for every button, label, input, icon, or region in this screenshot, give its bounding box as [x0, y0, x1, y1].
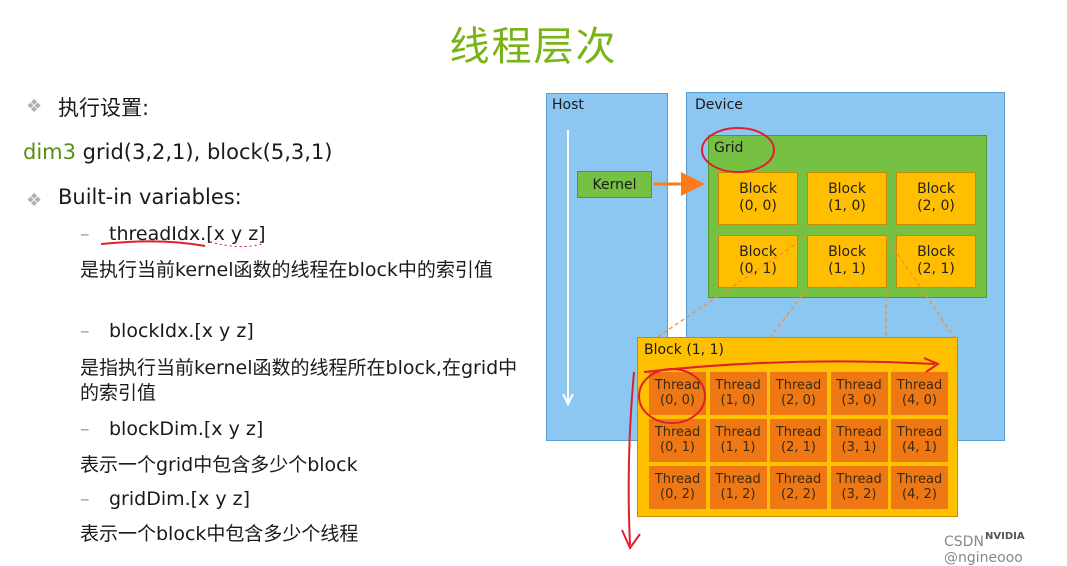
thread-cell-label: Thread [896, 378, 943, 393]
grid-label: Grid [714, 140, 744, 156]
var-description: 表示一个grid中包含多少个block [80, 454, 358, 476]
thread-cell-label: Thread [775, 378, 822, 393]
thread-cell-label: Thread [836, 378, 882, 393]
dim3-line: dim3 grid(3,2,1), block(5,3,1) [23, 140, 333, 164]
block-cell: Block(2, 1) [896, 235, 976, 288]
thread-cell: Thread(1, 1) [708, 418, 768, 463]
thread-cell-label: Thread [775, 425, 822, 440]
block-cell-label: Block [828, 181, 866, 197]
block-cell: Block(1, 1) [807, 235, 887, 288]
thread-cell-label: Thread [775, 472, 822, 487]
thread-cell: Thread(4, 0) [890, 371, 949, 416]
block-cell-index: (2, 1) [917, 261, 955, 277]
var-name: threadIdx.[x y z] [109, 223, 266, 245]
thread-cell-index: (4, 1) [902, 440, 937, 455]
block-cell-index: (1, 1) [828, 261, 866, 277]
block-cell: Block(1, 0) [807, 172, 887, 225]
thread-cell-index: (0, 2) [660, 487, 695, 502]
block-detail-label: Block (1, 1) [644, 342, 724, 358]
var-description: 是执行当前kernel函数的线程在block中的索引值 [80, 259, 493, 281]
thread-cell-label: Thread [896, 425, 943, 440]
kernel-box: Kernel [577, 171, 652, 198]
thread-cell-label: Thread [836, 472, 882, 487]
device-label: Device [695, 97, 743, 113]
dim3-values: grid(3,2,1), block(5,3,1) [75, 140, 333, 164]
exec-settings-label: 执行设置: [58, 96, 150, 120]
thread-cell: Thread(0, 0) [648, 371, 707, 416]
diamond-bullet-icon: ❖ [26, 96, 43, 117]
thread-cell-label: Thread [654, 425, 701, 440]
column-arrow-head [621, 529, 641, 551]
thread-cell-index: (1, 0) [720, 393, 756, 408]
thread-cell: Thread(0, 1) [648, 418, 707, 463]
thread-cell-label: Thread [896, 472, 943, 487]
thread-cell: Thread(1, 2) [708, 465, 768, 510]
var-description: 表示一个block中包含多少个线程 [80, 523, 359, 545]
thread-cell-index: (2, 1) [781, 440, 816, 455]
block-cell-label: Block [917, 181, 955, 197]
slide-title: 线程层次 [449, 24, 618, 70]
thread-cell: Thread(1, 0) [708, 371, 768, 416]
thread-cell: Thread(3, 1) [829, 418, 889, 463]
nvidia-logo: NVIDIA [985, 531, 1025, 542]
dash-bullet-icon: – [80, 320, 90, 342]
var-description: 是指执行当前kernel函数的线程所在block,在grid中的索引值 [80, 357, 518, 404]
thread-cell-index: (1, 1) [720, 440, 756, 455]
thread-cell: Thread(4, 2) [890, 465, 949, 510]
thread-cell-label: Thread [715, 378, 761, 393]
thread-cell-label: Thread [836, 425, 882, 440]
block-cell-index: (0, 1) [739, 261, 777, 277]
thread-cell: Thread(3, 2) [829, 465, 889, 510]
thread-cell-index: (3, 2) [841, 487, 877, 502]
thread-cell-index: (0, 0) [660, 393, 695, 408]
dash-bullet-icon: – [80, 223, 90, 245]
block-cell-label: Block [739, 244, 777, 260]
dash-bullet-icon: – [80, 488, 90, 510]
host-label: Host [552, 97, 584, 113]
thread-cell-index: (0, 1) [660, 440, 695, 455]
thread-cell: Thread(2, 2) [769, 465, 828, 510]
thread-cell-label: Thread [654, 378, 701, 393]
builtin-variables-label: Built-in variables: [58, 185, 242, 209]
thread-cell: Thread(3, 0) [829, 371, 889, 416]
block-cell-index: (0, 0) [739, 198, 777, 214]
thread-cell: Thread(0, 2) [648, 465, 707, 510]
block-cell: Block(0, 1) [718, 235, 798, 288]
thread-cell: Thread(2, 0) [769, 371, 828, 416]
thread-cell-index: (4, 0) [902, 393, 937, 408]
host-box: Host [546, 93, 668, 441]
dim3-keyword: dim3 [23, 140, 76, 164]
thread-cell-index: (2, 0) [781, 393, 816, 408]
thread-cell-index: (3, 1) [841, 440, 877, 455]
block-cell: Block(2, 0) [896, 172, 976, 225]
block-cell-index: (1, 0) [828, 198, 866, 214]
diamond-bullet-icon: ❖ [26, 190, 43, 211]
block-cell-label: Block [828, 244, 866, 260]
thread-cell: Thread(2, 1) [769, 418, 828, 463]
thread-cell-index: (2, 2) [781, 487, 816, 502]
thread-cell-label: Thread [715, 472, 761, 487]
thread-cell-label: Thread [715, 425, 761, 440]
var-name: gridDim.[x y z] [109, 488, 251, 510]
var-name: blockDim.[x y z] [109, 418, 264, 440]
dash-bullet-icon: – [80, 418, 90, 440]
thread-cell-index: (3, 0) [841, 393, 877, 408]
thread-cell-label: Thread [654, 472, 701, 487]
var-name: blockIdx.[x y z] [109, 320, 254, 342]
block-cell-label: Block [917, 244, 955, 260]
thread-cell-index: (4, 2) [902, 487, 937, 502]
thread-cell-index: (1, 2) [720, 487, 756, 502]
block-cell: Block(0, 0) [718, 172, 798, 225]
thread-cell: Thread(4, 1) [890, 418, 949, 463]
block-cell-index: (2, 0) [917, 198, 955, 214]
block-cell-label: Block [739, 181, 777, 197]
